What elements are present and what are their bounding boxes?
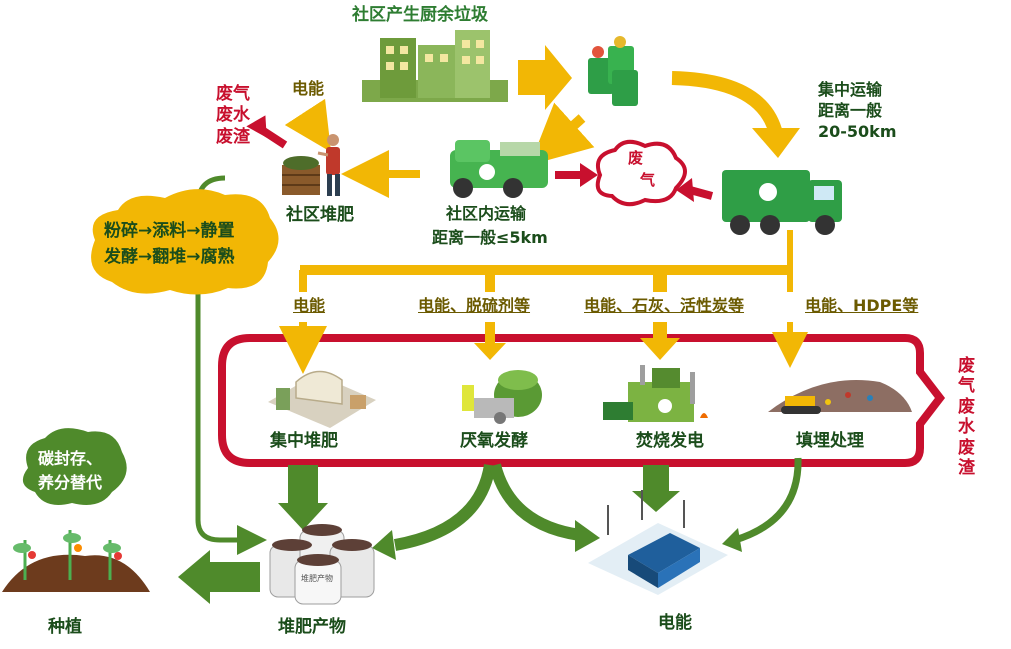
red-process-loop <box>218 334 946 467</box>
arrow-bins-to-small-truck <box>529 102 595 166</box>
waste-left-water: 废水 <box>216 105 250 126</box>
arrow-bigtruck-exhaust <box>688 186 714 200</box>
process-line-2: 发酵→翻堆→腐熟 <box>104 247 235 267</box>
compost-plant-icon <box>268 370 376 428</box>
waste-bins-icon <box>588 36 638 106</box>
arrow-energy-to-farmer <box>284 98 332 153</box>
central-transport-title: 集中运输 <box>818 80 883 99</box>
farmer-compost-icon <box>282 134 340 196</box>
carbon-label-2: 养分替代 <box>38 473 103 492</box>
central-transport-range: 20-50km <box>818 121 897 141</box>
facility-incineration: 焚烧发电 <box>636 431 704 451</box>
green-arrow-digester-to-power <box>489 463 581 541</box>
waste-right-3: 废 <box>958 396 975 417</box>
in-community-transport: 社区内运输 <box>446 204 527 223</box>
exhaust-cloud-label-2: 气 <box>640 171 656 189</box>
facility-anaerobic: 厌氧发酵 <box>460 431 528 451</box>
green-arrow-compost-down <box>278 465 328 530</box>
compost-product-label: 堆肥产物 <box>278 617 346 637</box>
community-waste-title: 社区产生厨余垃圾 <box>352 5 488 25</box>
bag-label: 堆肥产物 <box>301 574 333 583</box>
facility-central-compost: 集中堆肥 <box>270 431 338 451</box>
incinerator-icon <box>603 365 708 422</box>
green-line-compost-to-product <box>195 175 267 555</box>
waste-right-4: 水 <box>958 417 975 438</box>
input-label-compost: 电能 <box>293 296 326 315</box>
in-community-distance: 距离一般≤5km <box>432 228 548 247</box>
waste-right-2: 气 <box>958 376 975 397</box>
waste-right-5: 废 <box>958 437 975 458</box>
arrow-to-bins <box>518 45 572 110</box>
landfill-icon <box>768 380 912 414</box>
garbage-truck-icon <box>722 170 842 235</box>
process-cloud <box>91 189 279 295</box>
green-arrow-digester-to-product <box>393 463 496 551</box>
power-station-icon <box>588 490 728 595</box>
buildings-icon <box>362 30 508 102</box>
green-arrow-landfill-to-power <box>733 457 802 544</box>
input-label-digester: 电能、脱硫剂等 <box>418 296 531 315</box>
process-line-1: 粉碎→添料→静置 <box>104 221 235 241</box>
carbon-label-1: 碳封存、 <box>38 449 103 468</box>
arrow-central-transport <box>671 71 782 133</box>
central-transport-label: 集中运输 距离一般 20-50km <box>818 80 896 142</box>
exhaust-cloud-icon <box>595 139 687 207</box>
green-arrow-incinerator-down <box>632 465 680 512</box>
digester-icon <box>462 370 542 424</box>
community-compost-label: 社区堆肥 <box>286 205 354 225</box>
waste-right-1: 废 <box>958 356 975 376</box>
input-label-landfill: 电能、HDPE等 <box>805 296 919 315</box>
planting-label: 种植 <box>48 617 82 637</box>
waste-left-gas: 废气 <box>216 84 250 104</box>
waste-label-right: 废 气 废 水 废 渣 <box>958 356 975 478</box>
waste-right-6: 渣 <box>958 457 975 478</box>
green-arrow-to-planting <box>178 550 260 604</box>
energy-label-top: 电能 <box>292 79 325 98</box>
exhaust-cloud-label-1: 废 <box>628 149 644 167</box>
input-label-incinerator: 电能、石灰、活性炭等 <box>584 296 745 315</box>
compost-bags-icon <box>269 524 375 605</box>
yellow-distribution-bus <box>279 230 808 374</box>
small-truck-icon <box>450 140 548 198</box>
central-transport-distance: 距离一般 <box>818 100 883 120</box>
carbon-cloud <box>22 428 127 505</box>
energy-label-bottom: 电能 <box>658 613 692 633</box>
waste-left-residue: 废渣 <box>216 126 250 147</box>
facility-landfill: 填埋处理 <box>796 431 864 451</box>
plants-icon <box>2 530 150 592</box>
waste-label-left: 废气 废水 废渣 <box>216 84 250 148</box>
